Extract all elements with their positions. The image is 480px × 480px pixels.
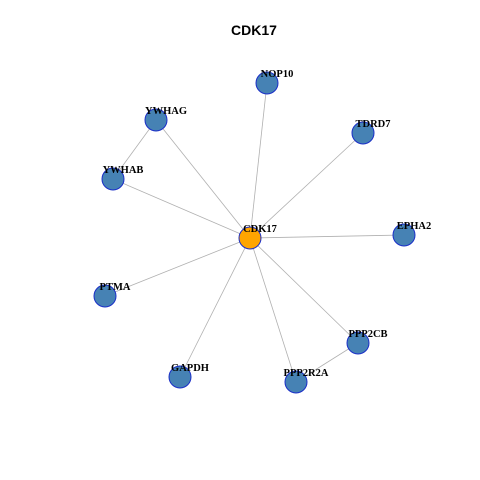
- node-circle-ywhag: [144, 108, 168, 132]
- node-label-ywhag: YWHAG: [145, 106, 187, 117]
- node-epha2: EPHA2: [392, 221, 431, 247]
- edge-cdk17-ppp2r2a: [249, 237, 297, 383]
- node-circle-ppp2cb: [346, 331, 370, 355]
- node-circle-ywhab: [101, 167, 125, 191]
- node-ptma: PTMA: [93, 282, 131, 308]
- node-cdk17: CDK17: [238, 224, 277, 250]
- edge-ppp2cb-ppp2r2a: [295, 342, 359, 383]
- node-circle-nop10: [255, 71, 279, 95]
- diagram-title: CDK17: [231, 22, 277, 38]
- node-label-tdrd7: TDRD7: [355, 119, 390, 130]
- node-label-gapdh: GAPDH: [171, 363, 209, 374]
- node-circle-cdk17: [238, 226, 262, 250]
- edge-cdk17-tdrd7: [249, 132, 364, 239]
- node-label-ppp2cb: PPP2CB: [348, 329, 387, 340]
- edge-cdk17-epha2: [249, 234, 405, 239]
- node-ywhag: YWHAG: [144, 106, 187, 132]
- node-nop10: NOP10: [255, 69, 294, 95]
- node-label-ppp2r2a: PPP2R2A: [284, 368, 329, 379]
- edge-cdk17-ywhag: [155, 119, 251, 239]
- node-label-cdk17: CDK17: [243, 224, 277, 235]
- node-circle-gapdh: [168, 365, 192, 389]
- edge-ywhag-ywhab: [112, 119, 157, 180]
- edge-cdk17-ywhab: [112, 178, 251, 239]
- node-label-ywhab: YWHAB: [103, 165, 144, 176]
- node-circle-ppp2r2a: [284, 370, 308, 394]
- node-label-nop10: NOP10: [261, 69, 294, 80]
- edge-cdk17-ptma: [104, 237, 251, 297]
- node-circle-epha2: [392, 223, 416, 247]
- node-ppp2cb: PPP2CB: [346, 329, 388, 355]
- edge-cdk17-nop10: [249, 82, 268, 239]
- node-label-epha2: EPHA2: [397, 221, 431, 232]
- edges-layer: [104, 82, 405, 383]
- node-gapdh: GAPDH: [168, 363, 209, 389]
- node-tdrd7: TDRD7: [351, 119, 391, 145]
- node-circle-tdrd7: [351, 121, 375, 145]
- edge-cdk17-ppp2cb: [249, 237, 359, 344]
- node-label-ptma: PTMA: [100, 282, 131, 293]
- node-circle-ptma: [93, 284, 117, 308]
- node-ywhab: YWHAB: [101, 165, 144, 191]
- edge-cdk17-gapdh: [179, 237, 251, 378]
- node-ppp2r2a: PPP2R2A: [284, 368, 329, 394]
